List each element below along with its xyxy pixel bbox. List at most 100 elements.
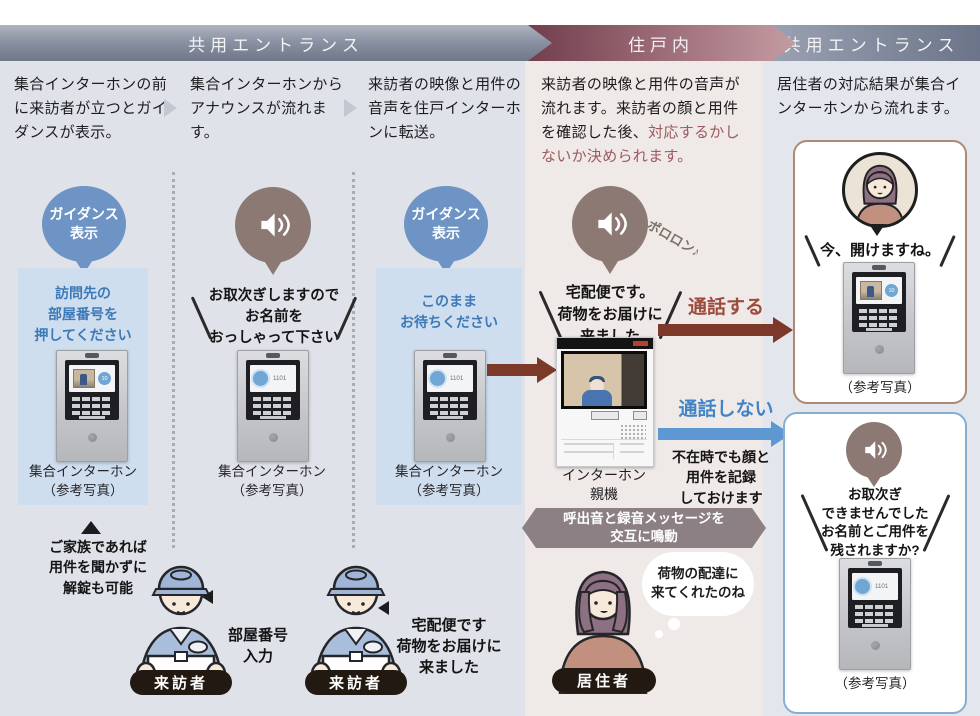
recording-indicator <box>633 341 648 346</box>
speaker-balloon <box>235 187 311 263</box>
calling-icon <box>251 369 271 388</box>
announcement-2-text: 宅配便です。 荷物をお届けに 来ました <box>557 284 663 345</box>
monitor-button <box>619 443 644 459</box>
device-panel: 1101 <box>246 360 300 420</box>
header-label: 共用エントランス <box>188 35 364 55</box>
speaker-balloon <box>572 186 648 262</box>
keypad <box>855 605 895 623</box>
call-number-badge: 10 <box>98 372 111 385</box>
no-talk-action-label: 通話しない <box>678 399 774 420</box>
monitor-screen <box>561 351 647 409</box>
monitor-top-bar <box>557 338 653 349</box>
speech-slash-right <box>939 234 956 268</box>
record-note: 不在時でも顔と 用件を記録 しておけます <box>672 449 770 506</box>
speaker-icon <box>261 213 290 237</box>
monitor-button <box>564 443 614 459</box>
resident-illustration <box>558 570 648 694</box>
guidance-badge: ガイダンス 表示 <box>42 186 126 262</box>
balloon-tail <box>866 475 882 487</box>
calling-icon <box>853 577 873 596</box>
guidance-badge: ガイダンス 表示 <box>404 186 488 262</box>
header-segment-entrance-2: 共用エントランス <box>763 25 980 61</box>
intro-step-3: 来訪者の映像と用件の音声を住戸インターホンに転送。 <box>368 77 522 141</box>
intro-step-4-accent: 対応するかしないか決められます。 <box>541 125 740 165</box>
lobby-screen-message: 訪問先の 部屋番号を 押してください <box>34 285 132 343</box>
camera-icon <box>266 353 280 358</box>
talk-action-label: 通話する <box>687 297 764 318</box>
device-screen: 1101 <box>852 573 898 600</box>
intro-step-4-main: 来訪者の映像と用件の音声が流れます。来訪者の顔と用件を確認した後、 <box>541 77 740 141</box>
speaker-icon <box>598 212 627 236</box>
announcement-2: 宅配便です。 荷物をお届けに 来ました <box>524 282 696 347</box>
balloon-tail <box>869 224 885 236</box>
monitor-button <box>633 411 647 420</box>
no-talk-result-card: お取次ぎ できませんでした お名前とご用件を 残されますか? 1101 （参考写… <box>783 412 967 714</box>
speech-slash-left <box>804 234 821 268</box>
announcement-1-text: お取次ぎしますので お名前を おっしゃって下さい <box>208 288 340 347</box>
device-bar <box>260 416 286 419</box>
header-segment-entrance: 共用エントランス <box>0 25 552 61</box>
speaker-grille-icon <box>875 345 884 354</box>
visitor1-action-label: 部屋番号 入力 <box>202 583 300 667</box>
camera-icon <box>443 353 457 358</box>
speaker-grille-icon <box>620 424 646 439</box>
room-number: 1101 <box>875 583 889 590</box>
lobby-device-caption: 集合インターホン （参考写真） <box>395 464 503 498</box>
keypad <box>859 309 899 327</box>
resident-thought-bubble: 荷物の配達に 来てくれたのね <box>642 552 754 616</box>
open-message: 今、開けますね。 <box>795 234 965 268</box>
ring-banner: 呼出音と録音メッセージを 交互に鳴動 <box>522 508 766 548</box>
header-segment-unit: 住戸内 <box>526 25 796 61</box>
camera-icon <box>85 353 99 358</box>
lobby-screen-message: このまま お待ちください <box>400 293 498 330</box>
intro-step-5: 居住者の対応結果が集合インターホンから流れます。 <box>777 77 961 117</box>
calling-icon <box>428 369 448 388</box>
device-screen: 1101 <box>250 365 296 392</box>
monitor-button <box>591 411 619 420</box>
intro-step-2: 集合インターホンからアナウンスが流れます。 <box>190 77 344 141</box>
thought-bubble-dot <box>655 630 663 638</box>
keypad <box>253 397 293 415</box>
step-arrow-icon <box>164 99 177 117</box>
device-bar <box>862 624 888 627</box>
resident-pill: 居住者 <box>552 668 656 693</box>
device-panel: 1101 <box>423 360 477 420</box>
device-screen: 1101 <box>427 365 473 392</box>
keypad <box>430 397 470 415</box>
visitor-torso <box>582 390 612 406</box>
speaker-grille-icon <box>446 433 455 442</box>
device-panel: 1101 <box>848 568 902 628</box>
camera-icon <box>868 561 882 566</box>
photo-note: （参考写真） <box>834 676 916 691</box>
visitor-video-thumb <box>73 369 95 388</box>
talk-result-card: 今、開けますね。 10 （参考写真） <box>793 140 967 404</box>
monitor-caption: インターホン 親機 <box>562 469 646 503</box>
device-panel: 10 <box>65 360 119 420</box>
family-unlock-note: ご家族であれば 用件を聞かずに 解錠も可能 <box>49 539 147 596</box>
lobby-intercom-device: 10 <box>843 262 915 374</box>
dotted-divider <box>172 172 175 548</box>
speaker-icon <box>865 441 887 459</box>
visitor-pill: 来訪者 <box>305 670 407 695</box>
left-triangle-icon <box>378 601 389 615</box>
lobby-intercom-device: 10 <box>56 350 128 462</box>
lobby-device-caption: 集合インターホン （参考写真） <box>218 464 326 498</box>
speaker-balloon <box>846 422 902 478</box>
monitor-button-row <box>561 439 647 462</box>
dotted-divider <box>352 172 355 548</box>
lobby-intercom-device: 1101 <box>414 350 486 462</box>
announcement-1: お取次ぎしますので お名前を おっしゃって下さい <box>176 286 372 349</box>
open-message-text: 今、開けますね。 <box>819 242 940 260</box>
device-screen: 10 <box>69 365 115 392</box>
device-bar <box>437 416 463 419</box>
device-bar <box>866 328 892 331</box>
indoor-monitor-device <box>556 337 654 467</box>
balloon-tail <box>600 258 620 274</box>
thought-bubble-dot <box>668 618 680 630</box>
visitor-pill: 来訪者 <box>130 670 232 695</box>
room-number: 1101 <box>450 375 464 382</box>
header-label: 住戸内 <box>628 35 694 55</box>
absent-message: お取次ぎ できませんでした お名前とご用件を 残されますか? <box>785 486 965 561</box>
visitor-face <box>590 379 604 393</box>
